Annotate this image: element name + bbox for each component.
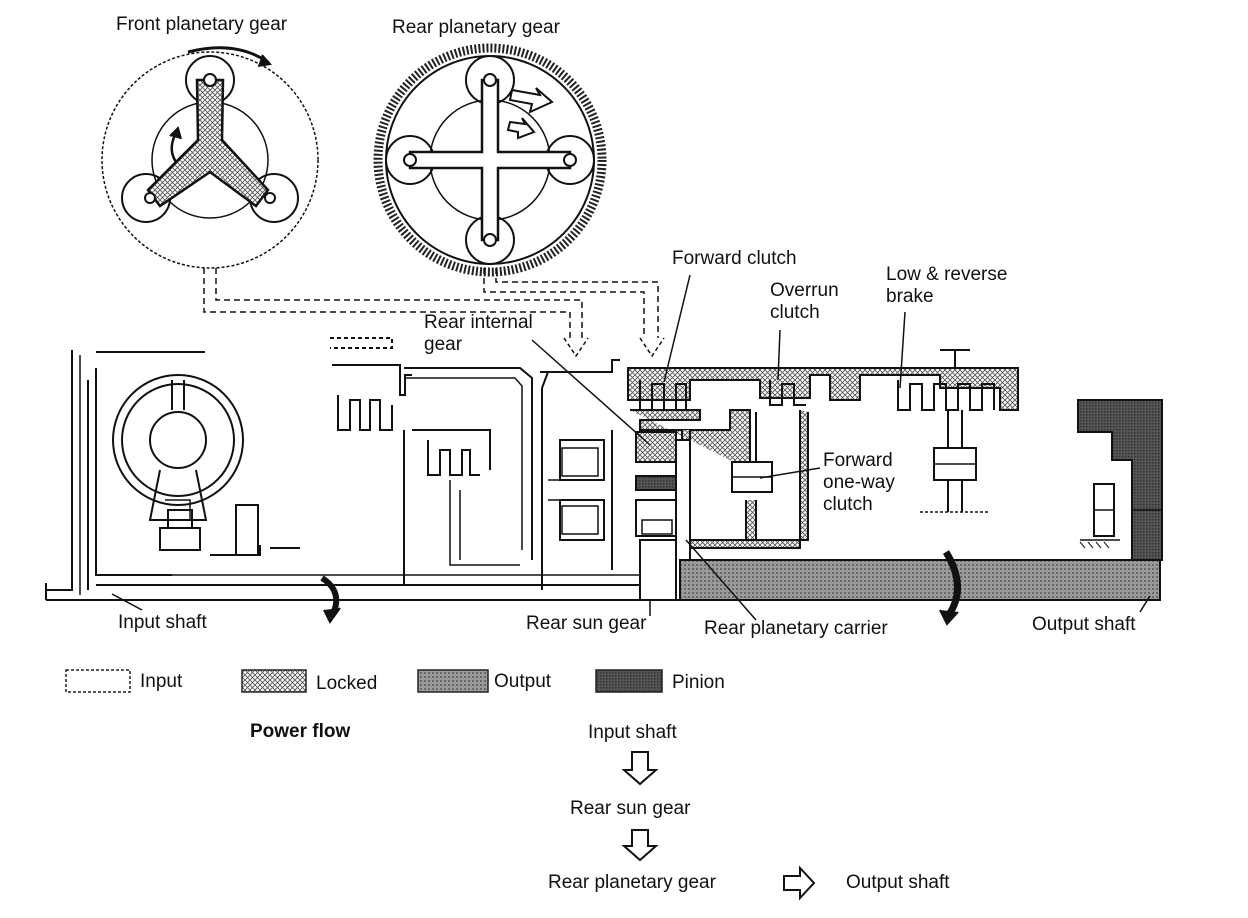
down-arrow-icon <box>621 829 659 862</box>
rear-planetary-gear-label: Rear planetary gear <box>392 17 560 38</box>
legend-swatch-output <box>417 669 489 693</box>
input-shaft-label: Input shaft <box>118 612 207 633</box>
low-reverse-brake-label: Low & reverse brake <box>886 264 1008 307</box>
rear-internal-gear-label: Rear internal gear <box>424 312 533 355</box>
leader-lines <box>111 274 1151 621</box>
legend-swatches <box>65 669 663 693</box>
right-arrow-icon <box>783 865 816 901</box>
legend-swatch-input <box>65 669 131 693</box>
power-flow-step-1: Input shaft <box>588 722 677 743</box>
forward-one-way-clutch-label: Forward one-way clutch <box>823 450 895 515</box>
front-planetary-gear-label: Front planetary gear <box>116 14 288 35</box>
forward-clutch-label: Forward clutch <box>672 248 797 269</box>
legend-label-input: Input <box>140 671 183 692</box>
power-flow-step-4: Output shaft <box>846 872 950 893</box>
output-shaft-label: Output shaft <box>1032 614 1136 635</box>
front-planetary-gear-figure <box>101 46 319 269</box>
power-flow-title: Power flow <box>250 721 351 742</box>
legend-label-locked: Locked <box>316 673 378 694</box>
power-flow-arrows <box>621 751 816 901</box>
legend-label-pinion: Pinion <box>672 672 725 693</box>
power-flow-step-2: Rear sun gear <box>570 798 691 819</box>
overrun-clutch-label: Overrun clutch <box>770 280 839 323</box>
legend-swatch-pinion <box>595 669 663 693</box>
connector-lines <box>203 268 665 358</box>
power-flow-step-3: Rear planetary gear <box>548 872 716 893</box>
rear-planetary-gear-figure <box>373 43 607 277</box>
legend-label-output: Output <box>494 671 552 692</box>
rear-planetary-carrier-label: Rear planetary carrier <box>704 618 888 639</box>
legend-swatch-locked <box>241 669 307 693</box>
down-arrow-icon <box>621 751 659 786</box>
rear-sun-gear-label: Rear sun gear <box>526 613 647 634</box>
transmission-section <box>45 337 1163 626</box>
